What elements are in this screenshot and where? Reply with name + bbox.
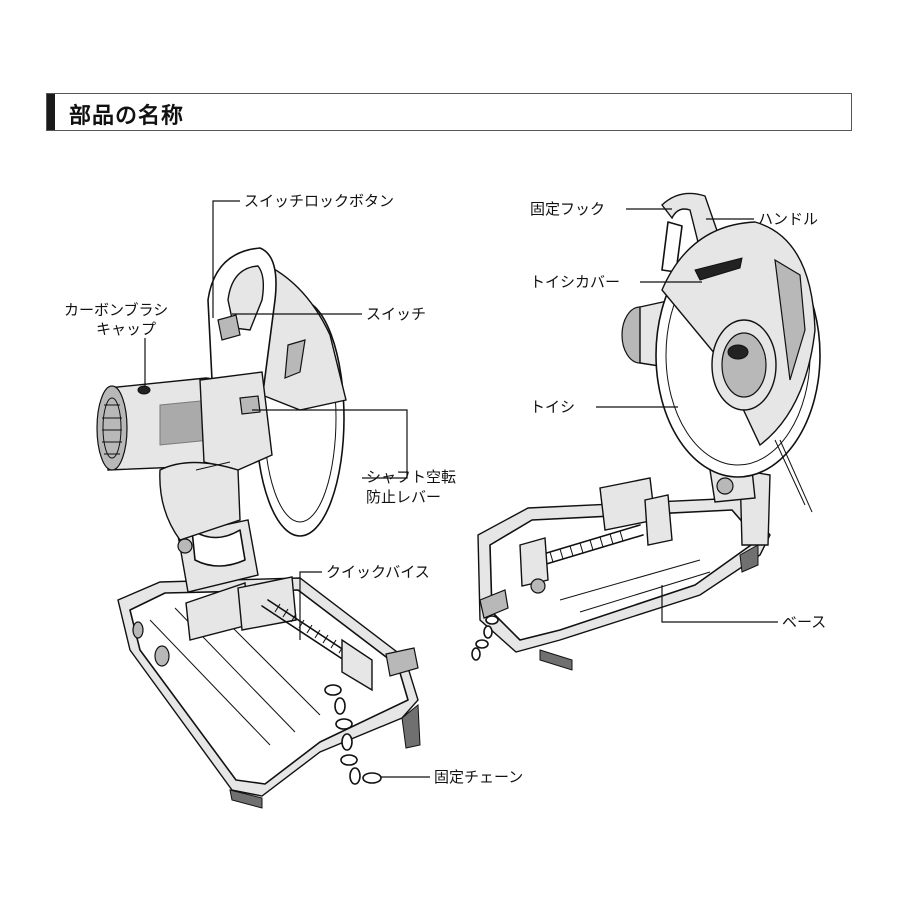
label-switch: スイッチ — [366, 305, 426, 323]
label-carbon-brush-cap-line2: キャップ — [96, 320, 156, 338]
leader-lines — [144, 200, 778, 778]
label-quick-vise: クイックバイス — [326, 563, 430, 581]
label-wheel: トイシ — [530, 398, 575, 416]
label-base: ベース — [782, 613, 826, 631]
label-handle: ハンドル — [758, 210, 818, 228]
part-labels: スイッチロックボタン カーボンブラシ キャップ スイッチ シャフト空転 防止レバ… — [64, 192, 826, 786]
label-shaft-lock-lever-line1: シャフト空転 — [366, 468, 456, 486]
label-fixing-hook: 固定フック — [530, 200, 605, 218]
leader-base — [661, 585, 778, 623]
label-wheel-cover: トイシカバー — [530, 273, 620, 291]
leader-switch-lock-button — [212, 200, 240, 318]
right-machine-illustration — [471, 192, 821, 671]
label-fixing-chain: 固定チェーン — [434, 768, 523, 786]
section-title: 部品の名称 — [69, 104, 185, 129]
left-machine-illustration — [96, 247, 421, 809]
leader-shaft-lock-lever — [252, 409, 408, 479]
label-switch-lock-button: スイッチロックボタン — [244, 192, 394, 210]
leader-quick-vise — [299, 571, 322, 640]
label-carbon-brush-cap-line1: カーボンブラシ — [64, 301, 168, 319]
header-accent-bar — [47, 94, 55, 130]
section-header: 部品の名称 — [46, 93, 852, 131]
label-shaft-lock-lever-line2: 防止レバー — [366, 488, 441, 506]
